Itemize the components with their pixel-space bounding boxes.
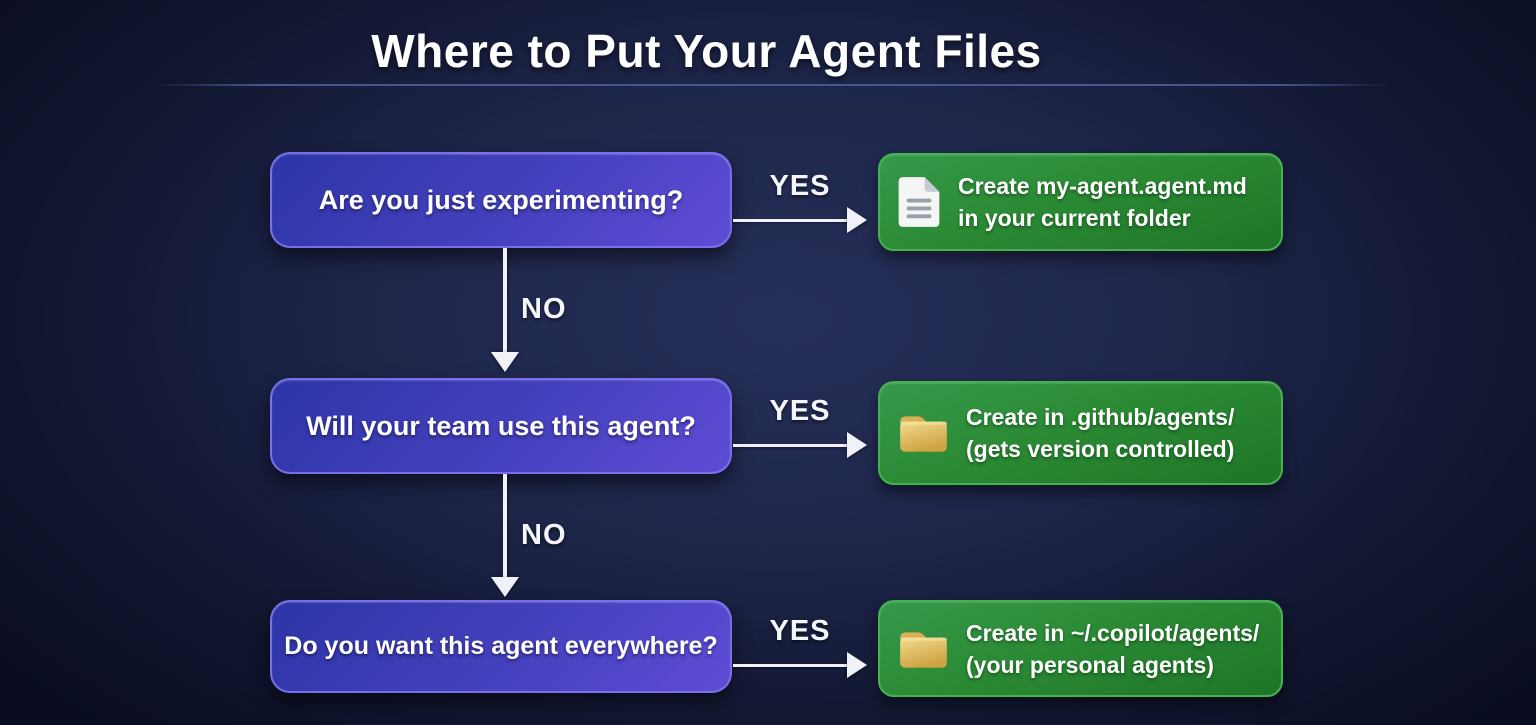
question-box-team-use: Will your team use this agent? <box>270 378 732 474</box>
result-box-current-folder: Create my-agent.agent.md in your current… <box>878 153 1283 251</box>
result-line-2: (gets version controlled) <box>966 436 1235 462</box>
result-line-2: (your personal agents) <box>966 651 1214 678</box>
yes-connector-2: YES <box>733 397 867 458</box>
arrow-head-down-icon <box>491 577 519 597</box>
page-title: Where to Put Your Agent Files <box>371 25 1042 77</box>
title-divider <box>150 84 1390 86</box>
result-line-2: in your current folder <box>958 205 1191 231</box>
result-line-1: Create in ~/.copilot/agents/ <box>966 619 1260 646</box>
question-box-agent-everywhere: Do you want this agent everywhere? <box>270 600 732 693</box>
no-label: NO <box>521 293 567 326</box>
result-line-1: Create in .github/agents/ <box>966 404 1235 430</box>
no-label: NO <box>521 518 567 551</box>
arrow-head-down-icon <box>491 352 519 372</box>
result-text: Create in .github/agents/ (gets version … <box>966 401 1234 465</box>
yes-arrow <box>733 652 867 678</box>
result-box-github-agents: Create in .github/agents/ (gets version … <box>878 381 1283 485</box>
arrow-line <box>503 474 507 579</box>
arrow-head-right-icon <box>847 207 867 233</box>
yes-connector-3: YES <box>733 617 867 678</box>
question-box-experimenting: Are you just experimenting? <box>270 152 732 248</box>
result-text: Create in ~/.copilot/agents/ (your perso… <box>966 617 1259 681</box>
folder-icon <box>896 410 950 456</box>
yes-label: YES <box>769 615 831 647</box>
arrow-line <box>733 663 849 667</box>
result-text: Create my-agent.agent.md in your current… <box>958 170 1247 234</box>
folder-icon <box>896 626 950 672</box>
arrow-line <box>733 443 849 447</box>
arrow-head-right-icon <box>847 432 867 458</box>
result-box-copilot-agents: Create in ~/.copilot/agents/ (your perso… <box>878 600 1283 697</box>
arrow-head-right-icon <box>847 652 867 678</box>
yes-connector-1: YES <box>733 172 867 233</box>
yes-label: YES <box>769 395 831 427</box>
result-line-1: Create my-agent.agent.md <box>958 173 1247 199</box>
yes-label: YES <box>769 170 831 202</box>
question-text: Will your team use this agent? <box>306 410 696 441</box>
question-text: Are you just experimenting? <box>318 184 684 215</box>
arrow-line <box>503 248 507 354</box>
document-icon <box>896 176 942 228</box>
yes-arrow <box>733 207 867 233</box>
yes-arrow <box>733 432 867 458</box>
question-text: Do you want this agent everywhere? <box>284 632 718 660</box>
arrow-line <box>733 218 849 222</box>
